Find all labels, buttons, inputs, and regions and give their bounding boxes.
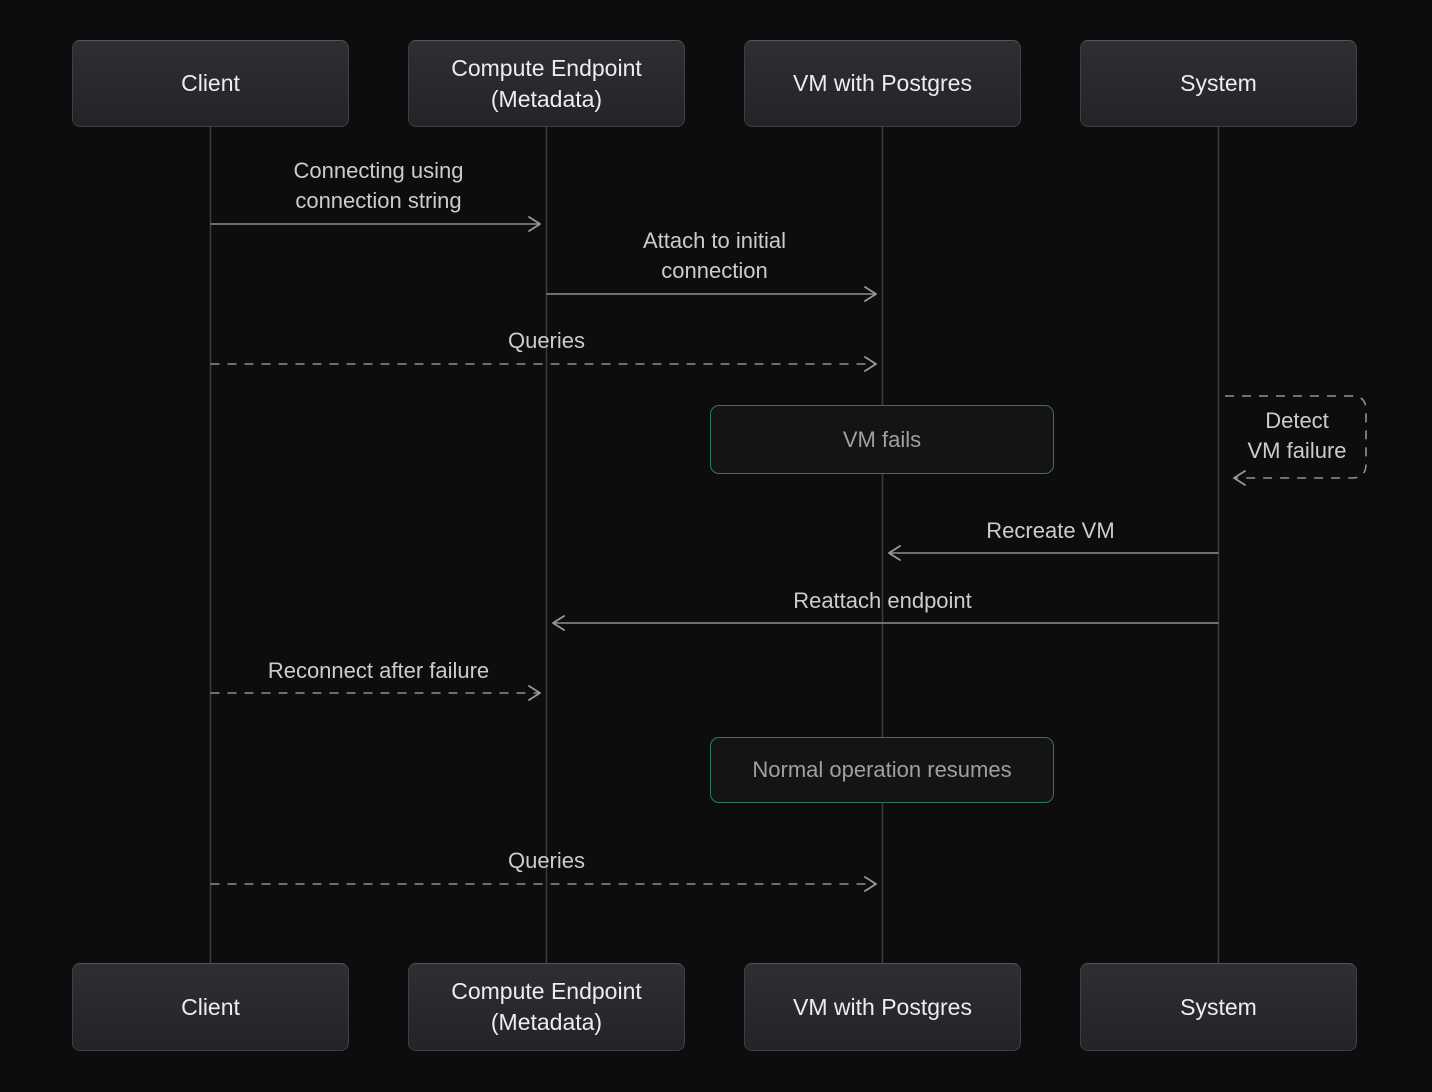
- message-label-recreate-vm: Recreate VM: [986, 518, 1115, 543]
- message-label-connecting: Connecting using connection string: [293, 158, 464, 213]
- actor-box-system-top: System: [1080, 40, 1357, 127]
- actor-label: VM with Postgres: [793, 993, 972, 1020]
- note-normal-operation-resumes: Normal operation resumes: [710, 737, 1054, 803]
- actor-label: VM with Postgres: [793, 70, 972, 96]
- actor-label: Compute Endpoint (Metadata): [451, 978, 642, 1035]
- actor-label: Compute Endpoint (Metadata): [451, 54, 642, 112]
- message-label-queries-2: Queries: [507, 848, 586, 873]
- message-label-reattach-endpoint: Reattach endpoint: [793, 588, 972, 613]
- actor-box-compute-endpoint-bottom: Compute Endpoint (Metadata): [408, 963, 685, 1051]
- actor-label: Client: [181, 993, 240, 1020]
- actor-box-vm-postgres-bottom: VM with Postgres: [744, 963, 1021, 1051]
- message-label-reconnect: Reconnect after failure: [267, 658, 490, 683]
- actor-label: Client: [181, 70, 240, 96]
- actor-label: System: [1180, 993, 1257, 1020]
- actor-box-vm-postgres-top: VM with Postgres: [744, 40, 1021, 127]
- message-label-queries-1: Queries: [507, 328, 586, 353]
- actor-box-compute-endpoint-top: Compute Endpoint (Metadata): [408, 40, 685, 127]
- actor-box-client-bottom: Client: [72, 963, 349, 1051]
- message-label-attach: Attach to initial connection: [642, 228, 787, 283]
- note-vm-fails: VM fails: [710, 405, 1054, 474]
- note-label: Normal operation resumes: [752, 757, 1012, 782]
- actor-box-system-bottom: System: [1080, 963, 1357, 1051]
- self-message-label-detect-vm-failure: Detect VM failure: [1247, 408, 1347, 463]
- note-label: VM fails: [842, 426, 922, 452]
- actor-box-client-top: Client: [72, 40, 349, 127]
- self-message-path-detect-vm-failure: [1225, 395, 1367, 486]
- actor-label: System: [1180, 70, 1257, 96]
